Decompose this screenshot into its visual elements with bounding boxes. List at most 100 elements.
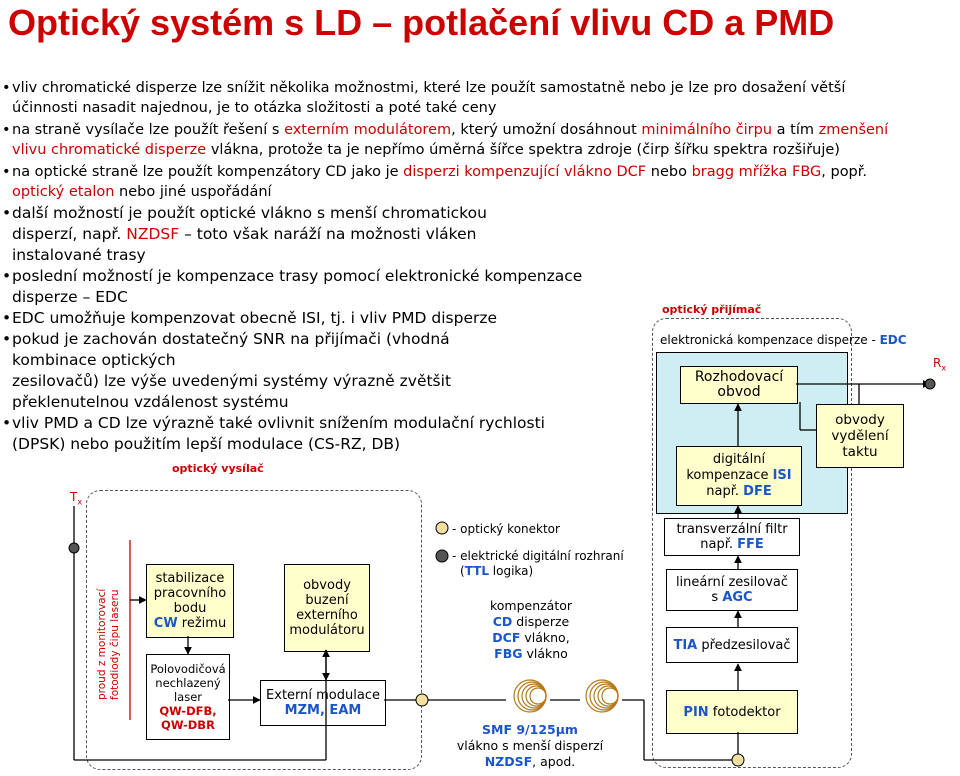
- stabilization-cw: CW: [153, 616, 178, 631]
- tia-label: TIA předzesilovač: [673, 638, 790, 653]
- legend-ttl: (TTL logika): [460, 564, 533, 578]
- legend-ttl-abbr: TTL: [464, 564, 489, 578]
- bullet-text: poslední možností je kompenzace trasy po…: [12, 267, 583, 285]
- laser-line4: QW-DFB,: [159, 704, 217, 718]
- stabilization-box: stabilizace pracovního bodu CW režimu: [146, 564, 234, 638]
- compensator-line2: CD disperze: [466, 614, 596, 630]
- pin-label: PIN fotodektor: [683, 705, 780, 720]
- stabilization-line4: CW režimu: [154, 616, 226, 631]
- bullet-text: na straně vysílače lze použít řešení s: [12, 122, 285, 138]
- compensator-text2: vlákno,: [520, 630, 570, 645]
- compensator-dcf: DCF: [492, 630, 521, 645]
- digital-isi-line1: digitální: [712, 452, 766, 467]
- bullet-2-cont: vlivu chromatické disperze vlákna, proto…: [12, 140, 840, 160]
- clock-recovery-line3: taktu: [842, 444, 878, 460]
- bullet-text: pokud je zachován dostatečný SNR na přij…: [12, 330, 450, 348]
- compensator-line1: kompenzátor: [489, 598, 573, 613]
- edc-title: elektronická kompenzace disperze - EDC: [660, 333, 907, 347]
- stabilization-line3: bodu: [173, 601, 207, 616]
- bullet-text: vliv PMD a CD lze výrazně také ovlivnit …: [12, 414, 545, 432]
- stabilization-text: režimu: [177, 616, 227, 631]
- transmitter-title: optický vysílač: [172, 462, 264, 475]
- smf-text: , apod.: [532, 754, 576, 769]
- bullet-text: EDC umožňuje kompenzovat obecně ISI, tj.…: [12, 309, 498, 327]
- transversal-filter-text: např.: [700, 537, 738, 552]
- pin-box: PIN fotodektor: [666, 690, 798, 734]
- bullet-1: •vliv chromatické disperze lze snížit ně…: [2, 80, 846, 96]
- compensator-line3: DCF vlákno,: [466, 630, 596, 646]
- legend-electrical-interface: - elektrické digitální rozhraní: [452, 549, 624, 563]
- bullet-text: disperze – EDC: [12, 288, 128, 306]
- bullet-3: •na optické straně lze použít kompenzáto…: [2, 164, 868, 180]
- highlight-min-chirp: minimálního čirpu: [641, 122, 773, 138]
- clock-recovery-box: obvody vydělení taktu: [816, 404, 904, 468]
- bullet-7: •pokud je zachován dostatečný SNR na při…: [2, 330, 450, 348]
- bullet-text: a tím: [772, 122, 819, 138]
- highlight-external-modulator: externím modulátorem: [284, 122, 452, 138]
- compensator-label: kompenzátor CD disperze DCF vlákno, FBG …: [466, 598, 596, 662]
- digital-isi-box: digitální kompenzace ISI např. DFE: [676, 446, 802, 506]
- bullet-text: účinnosti nasadit najednou, je to otázka…: [12, 100, 497, 116]
- bullet-4-cont2: instalované trasy: [12, 245, 146, 265]
- receiver-title: optický přijímač: [662, 303, 762, 316]
- tx-optical-connector: [415, 693, 429, 707]
- compensator-text: disperze: [512, 614, 570, 629]
- rx-label-sub: x: [941, 363, 947, 373]
- fiber-coil-smf: [513, 679, 547, 713]
- bullet-8: •vliv PMD a CD lze výrazně také ovlivnit…: [2, 414, 545, 432]
- external-modulation-line2: MZM, EAM: [284, 703, 362, 718]
- highlight-cd-influence: vlivu chromatické disperze: [12, 142, 207, 158]
- bullet-text: disperzí, např.: [12, 225, 127, 243]
- stabilization-line2: pracovního: [153, 586, 227, 601]
- smf-label: SMF 9/125μm vlákno s menší disperzí NZDS…: [448, 722, 612, 770]
- bullet-8-cont: (DPSK) nebo použitím lepší modulace (CS-…: [12, 434, 400, 454]
- bullet-1-cont: účinnosti nasadit najednou, je to otázka…: [12, 98, 496, 118]
- clock-recovery-line1: obvody: [835, 412, 885, 428]
- legend-ttl-text: logika): [488, 564, 534, 578]
- modulator-driver-line2: buzení: [305, 593, 349, 608]
- tia-abbr: TIA: [673, 637, 698, 653]
- linear-amplifier-agc: AGC: [722, 590, 753, 605]
- tia-text: předzesilovač: [697, 637, 791, 653]
- linear-amplifier-line2: s AGC: [711, 590, 752, 605]
- linear-amplifier-line1: lineární zesilovač: [675, 575, 789, 590]
- rx-label: Rx: [933, 356, 946, 372]
- tx-electrical-port: [68, 542, 80, 554]
- bullet-text: kombinace optických: [12, 351, 176, 369]
- decision-circuit-label: Rozhodovací obvod: [694, 369, 784, 400]
- digital-isi-line2: kompenzace ISI: [686, 468, 791, 484]
- tia-box: TIA předzesilovač: [666, 627, 798, 663]
- bullet-7-cont: kombinace optických: [12, 350, 176, 370]
- highlight-fbg: bragg mřížka FBG: [691, 164, 822, 180]
- compensator-fbg: FBG: [494, 646, 523, 661]
- bullet-4-cont: disperzí, např. NZDSF – toto však naráží…: [12, 224, 476, 244]
- bullet-text: – toto však naráží na možnosti vláken: [179, 225, 477, 243]
- pin-text: fotodektor: [708, 704, 781, 720]
- legend-optical-connector: - optický konektor: [452, 522, 560, 536]
- bullet-2: •na straně vysílače lze použít řešení s …: [2, 122, 889, 138]
- digital-isi-abbr: ISI: [772, 468, 792, 483]
- highlight-etalon: optický etalon: [12, 184, 115, 200]
- bullet-5: •poslední možností je kompenzace trasy p…: [2, 267, 583, 285]
- modulator-driver-line1: obvody: [303, 578, 351, 593]
- bullet-text: nebo jiné uspořádání: [114, 184, 272, 200]
- decision-circuit-box: Rozhodovací obvod: [680, 366, 798, 404]
- tx-label: Tx: [70, 490, 82, 506]
- laser-line3: laser: [173, 690, 203, 704]
- bullet-text: další možností je použít optické vlákno …: [12, 204, 487, 222]
- digital-isi-text: kompenzace: [686, 468, 773, 483]
- transmitter-frame: [86, 490, 422, 770]
- edc-title-text: elektronická kompenzace disperze -: [660, 333, 880, 347]
- transversal-filter-line2: např. FFE: [700, 537, 764, 552]
- modulator-driver-line4: modulátoru: [289, 623, 365, 638]
- laser-line2: nechlazený: [155, 676, 221, 690]
- bullet-text: na optické straně lze použít kompenzátor…: [12, 164, 404, 180]
- bullet-7-cont3: překlenutelnou vzdálenost systému: [12, 392, 289, 412]
- clock-recovery-line2: vydělení: [831, 428, 889, 444]
- receiver-frame: [652, 318, 852, 768]
- digital-isi-dfe: DFE: [743, 484, 772, 499]
- legend-optical-icon: [435, 521, 449, 535]
- rx-label-main: R: [933, 356, 942, 370]
- smf-nzdsf: NZDSF: [484, 754, 533, 769]
- rx-optical-connector: [731, 753, 745, 767]
